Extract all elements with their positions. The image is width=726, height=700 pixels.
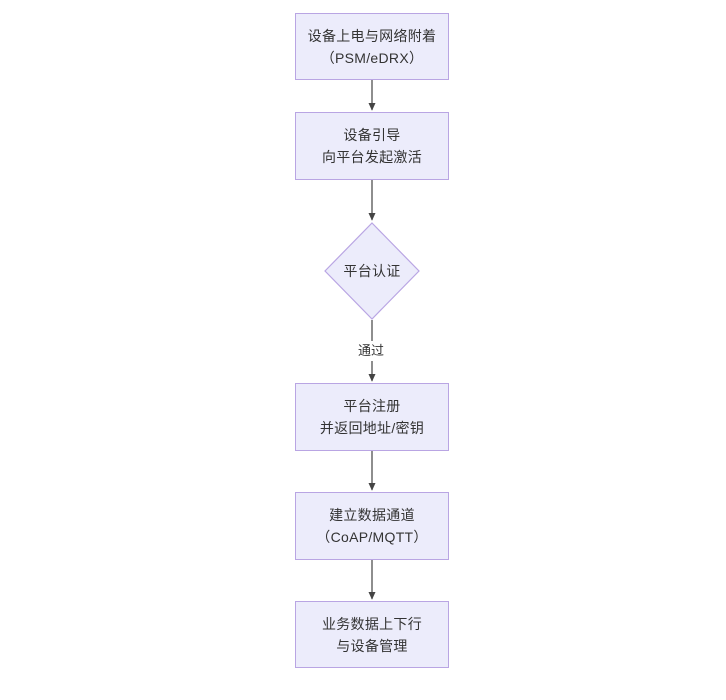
node-platform-registration[interactable]: 平台注册 并返回地址/密钥 [295,383,449,451]
diamond-shape [324,222,420,320]
node-label: 平台认证 [343,263,401,279]
edge-label-pass: 通过 [355,341,388,361]
node-establish-data-channel[interactable]: 建立数据通道 （CoAP/MQTT） [295,492,449,560]
node-device-power-on[interactable]: 设备上电与网络附着 （PSM/eDRX） [295,13,449,80]
node-device-bootstrap[interactable]: 设备引导 向平台发起激活 [295,112,449,180]
node-business-data-and-device-management[interactable]: 业务数据上下行 与设备管理 [295,601,449,668]
node-platform-authentication[interactable]: 平台认证 [324,222,420,320]
node-label: 设备上电与网络附着 （PSM/eDRX） [307,27,437,66]
node-label: 设备引导 向平台发起激活 [321,127,423,165]
node-label: 业务数据上下行 与设备管理 [321,615,423,654]
node-label: 建立数据通道 （CoAP/MQTT） [316,507,428,545]
node-label: 平台注册 并返回地址/密钥 [319,398,425,436]
